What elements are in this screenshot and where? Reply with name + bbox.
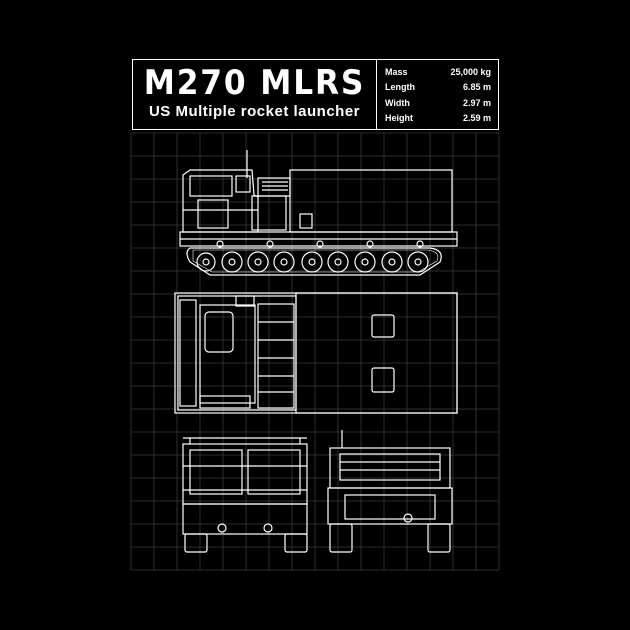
road-wheel bbox=[196, 252, 216, 272]
wheel-hub bbox=[254, 258, 262, 266]
wheel-hub bbox=[202, 258, 210, 266]
return-roller bbox=[266, 240, 274, 248]
spec-label: Length bbox=[385, 82, 415, 93]
side-view bbox=[179, 150, 458, 276]
spec-value: 2.59 m bbox=[462, 113, 491, 124]
side-view-return-rollers bbox=[216, 240, 424, 248]
wheel-hub bbox=[388, 258, 396, 266]
spec-row-length: Length 6.85 m bbox=[385, 80, 491, 96]
road-wheel bbox=[354, 251, 376, 273]
side-view-road-wheels bbox=[196, 251, 429, 273]
return-roller bbox=[316, 240, 324, 248]
return-roller bbox=[366, 240, 374, 248]
spec-label: Mass bbox=[385, 66, 408, 77]
spec-row-width: Width 2.97 m bbox=[385, 95, 491, 111]
road-wheel bbox=[247, 251, 269, 273]
spec-row-mass: Mass 25,000 kg bbox=[385, 64, 491, 80]
spec-value: 25,000 kg bbox=[450, 66, 491, 77]
spec-value: 6.85 m bbox=[462, 82, 491, 93]
subtitle: US Multiple rocket launcher bbox=[148, 103, 361, 120]
road-wheel bbox=[327, 251, 349, 273]
spec-table: Mass 25,000 kg Length 6.85 m Width 2.97 … bbox=[377, 60, 498, 129]
wheel-hub bbox=[280, 258, 288, 266]
return-roller bbox=[216, 240, 224, 248]
return-roller bbox=[416, 240, 424, 248]
spec-value: 2.97 m bbox=[462, 97, 491, 108]
road-wheel bbox=[301, 251, 323, 273]
road-wheel bbox=[407, 251, 429, 273]
wheel-hub bbox=[308, 258, 316, 266]
wheel-hub bbox=[334, 258, 342, 266]
front-view bbox=[182, 437, 308, 553]
road-wheel bbox=[381, 251, 403, 273]
spec-label: Width bbox=[385, 97, 410, 108]
spec-row-height: Height 2.59 m bbox=[385, 111, 491, 127]
main-title: M270 MLRS bbox=[143, 63, 366, 103]
road-wheel bbox=[221, 251, 243, 273]
title-block: M270 MLRS US Multiple rocket launcher Ma… bbox=[132, 59, 499, 130]
top-view bbox=[174, 292, 458, 414]
title-panel: M270 MLRS US Multiple rocket launcher bbox=[133, 60, 377, 129]
road-wheel bbox=[273, 251, 295, 273]
wheel-hub bbox=[228, 258, 236, 266]
spec-label: Height bbox=[385, 113, 413, 124]
wheel-hub bbox=[414, 258, 422, 266]
rear-view bbox=[327, 430, 453, 553]
wheel-hub bbox=[361, 258, 369, 266]
